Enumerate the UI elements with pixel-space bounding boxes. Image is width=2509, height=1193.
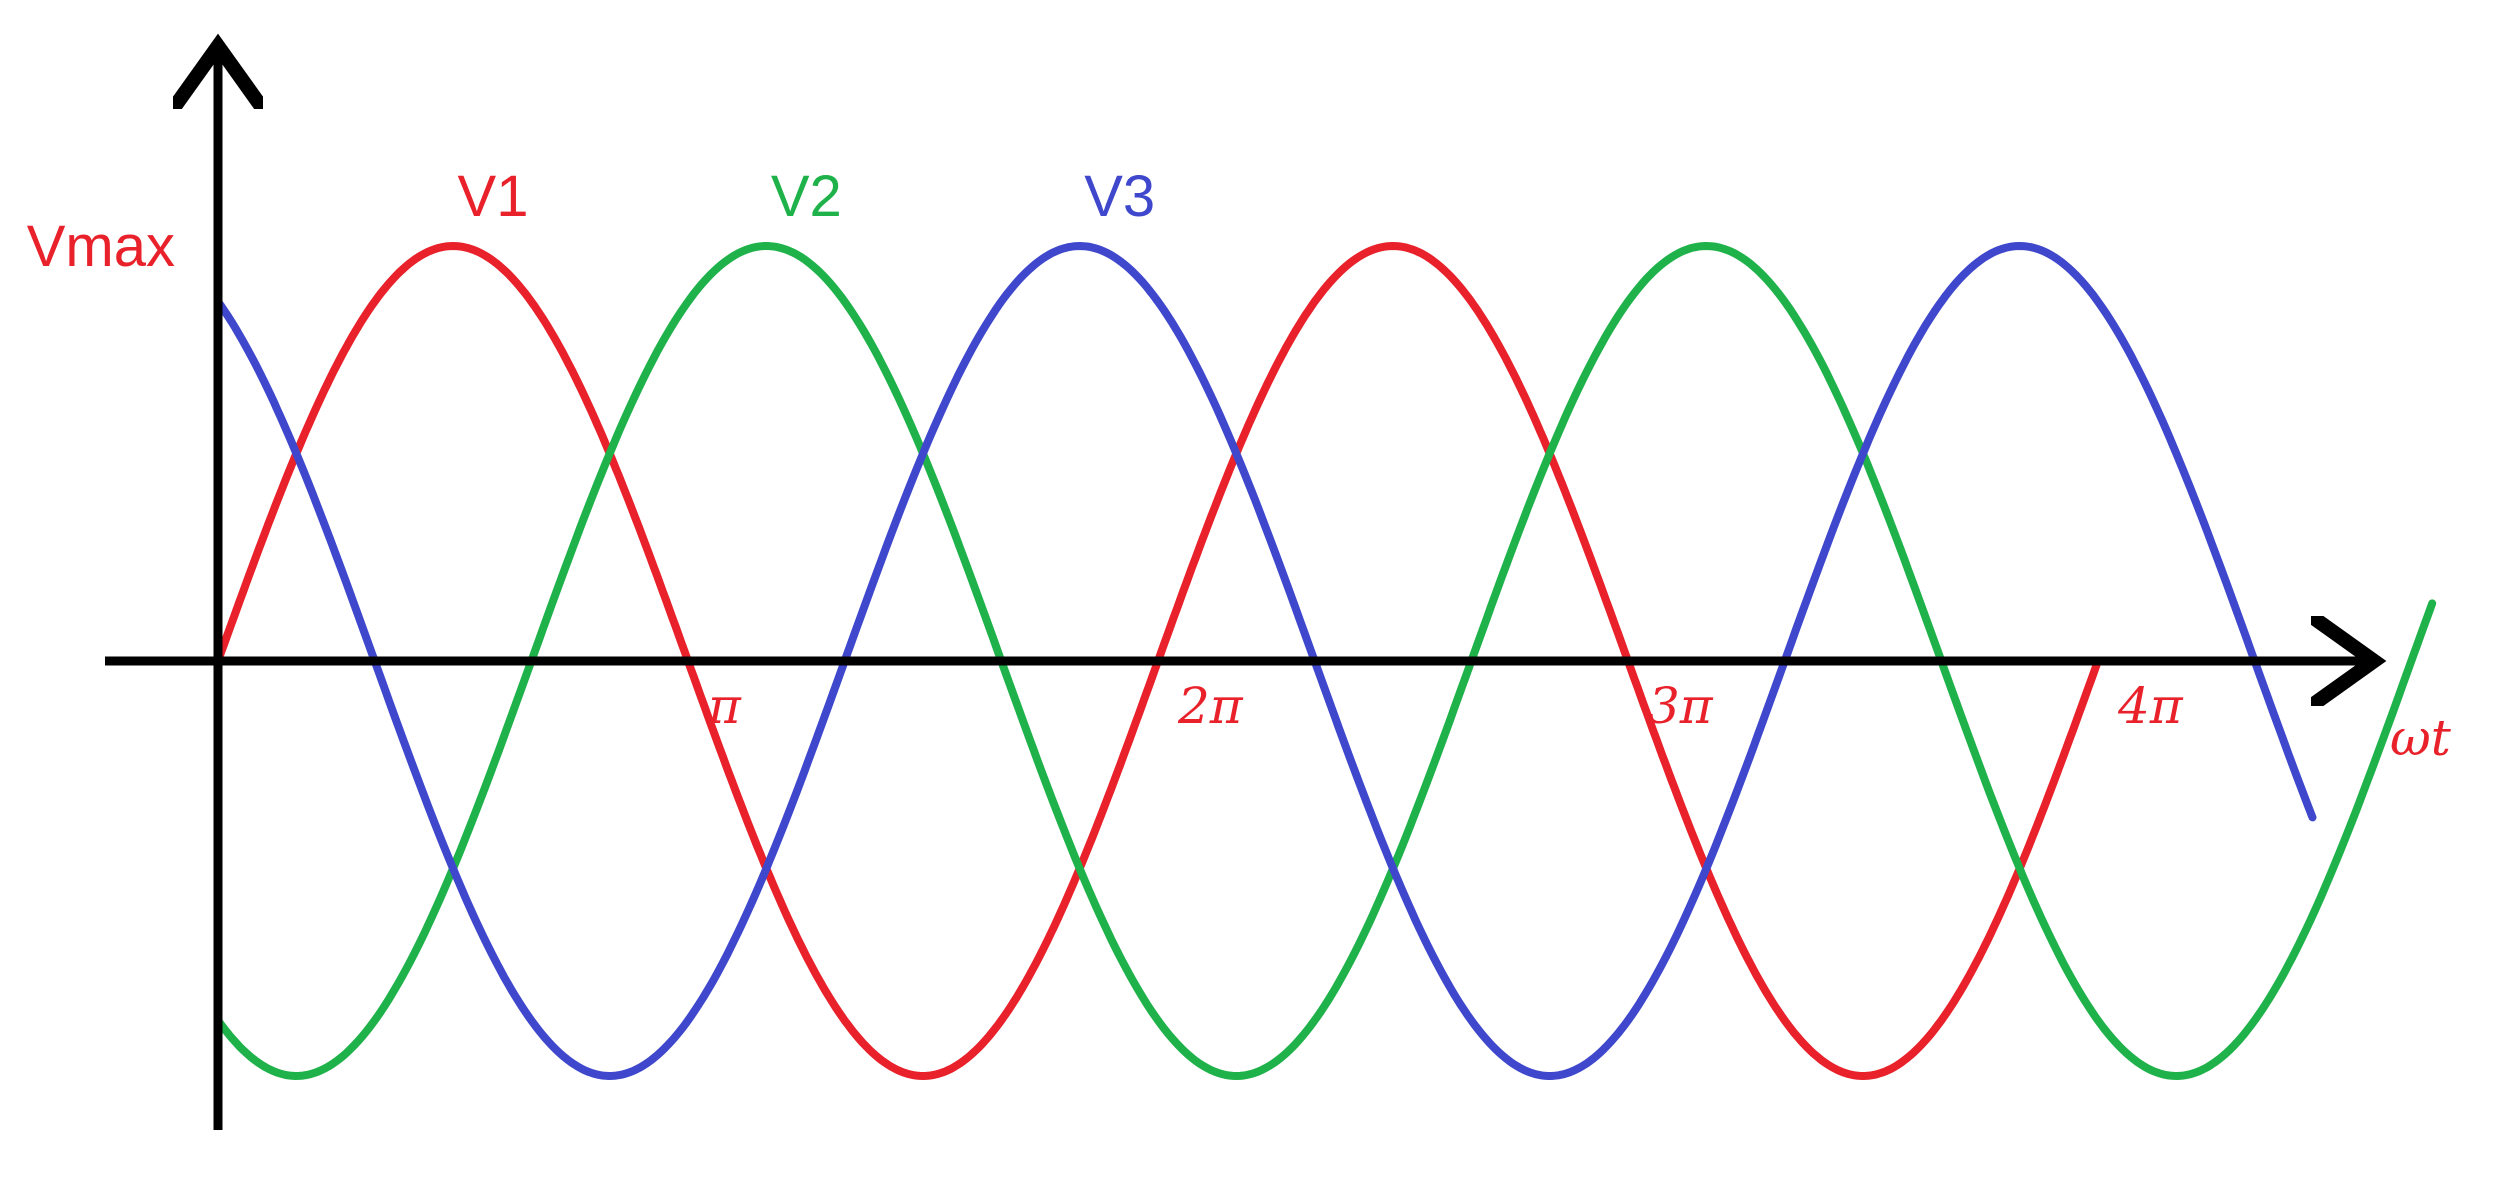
x-tick-layer: π 2π 3π 4π <box>707 677 2184 735</box>
x-tick-label: 2π <box>1177 677 1244 735</box>
series-line-v2 <box>214 242 2437 1080</box>
x-tick-label: 4π <box>2117 677 2184 735</box>
x-tick-label: π <box>707 677 742 735</box>
series-label-v1: V1 <box>458 164 529 229</box>
y-tick-label-vmax: Vmax <box>27 214 175 279</box>
series-label-v3: V3 <box>1084 164 1155 229</box>
x-axis-label: ωt <box>2390 709 2452 767</box>
x-tick-label: 3π <box>1648 677 1714 735</box>
series-label-v2: V2 <box>771 164 842 229</box>
series-line-v3 <box>214 242 2317 1080</box>
